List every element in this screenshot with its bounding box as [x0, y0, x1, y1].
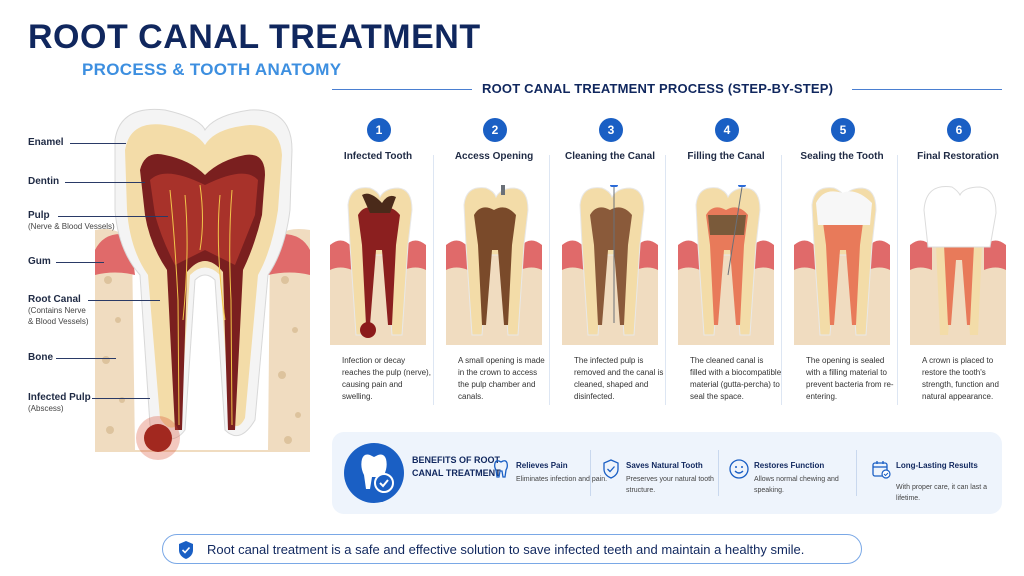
step-title: Final Restoration: [917, 151, 999, 162]
step-4: 4 Filling the Canal The cleaned canal is…: [668, 115, 784, 405]
footer-text: Root canal treatment is a safe and effec…: [207, 542, 805, 557]
step-description: A small opening is made in the crown to …: [458, 356, 545, 401]
step-number-badge: 1: [367, 118, 391, 142]
process-steps: 1 Infected Tooth Infection or decay reac…: [320, 115, 1020, 415]
benefits-panel: BENEFITS OF ROOT CANAL TREATMENT Relieve…: [332, 432, 1002, 514]
benefit-title: Restores Function: [754, 461, 825, 470]
label-gum: Gum: [28, 256, 51, 267]
sealing-tooth-illustration: [794, 187, 890, 345]
shield-check-icon: [603, 459, 619, 479]
step-description: A crown is placed to restore the tooth's…: [922, 356, 999, 401]
step-2: 2 Access Opening A small opening is made…: [436, 115, 552, 405]
label-infected-pulp: Infected Pulp(Abscess): [28, 392, 91, 413]
tooth-anatomy-illustration: [95, 108, 310, 460]
step-5: 5 Sealing the Tooth The opening is seale…: [784, 115, 900, 405]
benefit-restores-function: Restores Function Allows normal chewing …: [728, 446, 848, 506]
step-description: The cleaned canal is filled with a bioco…: [690, 356, 782, 401]
step-number-badge: 3: [599, 118, 623, 142]
tooth-icon: [494, 460, 508, 478]
step-number-badge: 5: [831, 118, 855, 142]
cleaning-canal-illustration: [562, 185, 658, 345]
step-number-badge: 4: [715, 118, 739, 142]
label-root-canal: Root Canal(Contains Nerve& Blood Vessels…: [28, 294, 89, 326]
page-subtitle: PROCESS & TOOTH ANATOMY: [82, 60, 342, 79]
benefit-saves-tooth: Saves Natural Tooth Preserves your natur…: [600, 446, 720, 506]
calendar-check-icon: [872, 461, 891, 479]
label-pulp: Pulp(Nerve & Blood Vessels): [28, 210, 115, 231]
step-1: 1 Infected Tooth Infection or decay reac…: [320, 115, 436, 405]
step-6: 6 Final Restoration A crown is placed to…: [900, 115, 1016, 405]
step-title: Filling the Canal: [687, 151, 765, 162]
tooth-shield-icon: [344, 443, 404, 503]
access-opening-illustration: [446, 185, 542, 345]
benefit-relieves-pain: Relieves Pain Eliminates infection and p…: [490, 446, 610, 506]
footer-banner: Root canal treatment is a safe and effec…: [162, 534, 862, 564]
benefit-desc: Eliminates infection and pain.: [516, 476, 608, 483]
smile-icon: [729, 459, 749, 479]
step-description: The infected pulp is removed and the can…: [574, 356, 664, 401]
label-enamel: Enamel: [28, 137, 64, 148]
final-restoration-illustration: [910, 185, 1006, 345]
benefit-desc: Preserves your natural tooth structure.: [626, 476, 714, 494]
step-description: The opening is sealed with a filling mat…: [806, 356, 894, 401]
benefit-title: Relieves Pain: [516, 461, 568, 470]
benefit-desc: With proper care, it can last a lifetime…: [896, 484, 988, 502]
process-header: ROOT CANAL TREATMENT PROCESS (STEP-BY-ST…: [332, 80, 1002, 100]
benefit-title: Saves Natural Tooth: [626, 461, 703, 470]
step-title: Cleaning the Canal: [564, 151, 655, 162]
tooth-anatomy-diagram: Enamel Dentin Pulp(Nerve & Blood Vessels…: [0, 100, 320, 480]
label-bone: Bone: [28, 352, 53, 363]
infected-tooth-illustration: [330, 187, 426, 345]
benefit-desc: Allows normal chewing and speaking.: [754, 476, 839, 494]
label-dentin: Dentin: [28, 176, 60, 187]
benefit-long-lasting: Long-Lasting Results With proper care, i…: [870, 446, 990, 506]
benefits-heading: BENEFITS OF ROOT CANAL TREATMENT: [412, 455, 501, 478]
step-title: Sealing the Tooth: [800, 151, 884, 162]
process-heading: ROOT CANAL TREATMENT PROCESS (STEP-BY-ST…: [482, 81, 834, 96]
filling-canal-illustration: [678, 185, 774, 345]
step-number-badge: 2: [483, 118, 507, 142]
step-number-badge: 6: [947, 118, 971, 142]
step-title: Access Opening: [454, 151, 534, 162]
benefit-title: Long-Lasting Results: [896, 461, 978, 470]
page-title: ROOT CANAL TREATMENT: [28, 18, 481, 56]
step-title: Infected Tooth: [343, 151, 413, 162]
step-description: Infection or decay reaches the pulp (ner…: [342, 356, 431, 401]
abscess-illustration: [144, 424, 172, 452]
step-3: 3 Cleaning the Canal The infected pulp i…: [552, 115, 668, 405]
shield-check-icon: [179, 541, 193, 559]
